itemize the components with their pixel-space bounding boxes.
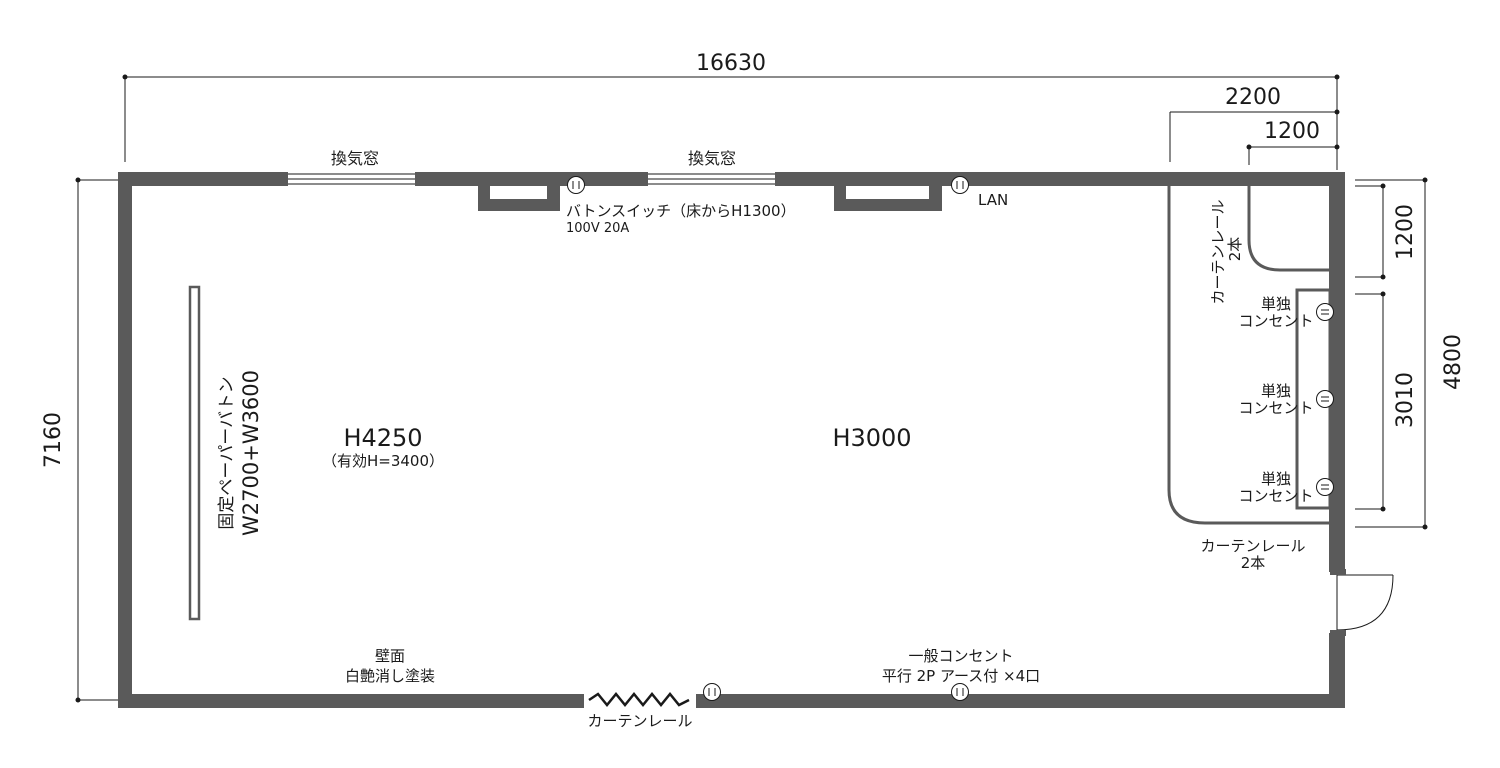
- label-outlet-single-2: 単独: [1261, 382, 1291, 400]
- curtain-rail-right-area: [1167, 186, 1332, 525]
- label-outlet-single-2-b: コンセント: [1238, 399, 1313, 417]
- dim-right-upper: 1200: [1393, 204, 1418, 260]
- label-outlet-single-3-b: コンセント: [1238, 487, 1313, 505]
- curtain-rail-bottom-symbol: [588, 692, 690, 707]
- dimension-top-right-outer: 2200: [1169, 85, 1340, 162]
- label-baton-spec: 100V 20A: [566, 221, 629, 236]
- outlet-icon-bottom-left: [703, 683, 721, 701]
- label-baton-switch: バトンスイッチ（床からH1300）: [566, 202, 796, 220]
- label-outlet-single-1-b: コンセント: [1238, 312, 1313, 330]
- walls: [118, 172, 1345, 708]
- label-height-left-note: （有効H=3400）: [322, 452, 444, 470]
- label-curtain-rail-bottom: カーテンレール: [587, 712, 692, 730]
- dim-top-right-outer: 2200: [1225, 85, 1281, 110]
- dim-left-height: 7160: [41, 412, 66, 468]
- label-outlet-single-1: 単独: [1261, 295, 1291, 313]
- outlet-icon-single-3: [1316, 478, 1334, 496]
- dim-top-right-inner: 1200: [1264, 119, 1320, 144]
- dim-right-total: 4800: [1441, 334, 1466, 390]
- outlet-icon-single-1: [1316, 303, 1334, 321]
- label-height-center: H3000: [832, 424, 911, 452]
- label-vent-window-left: 換気窓: [331, 149, 379, 168]
- label-curtain-rail-right: カーテンレール: [1200, 537, 1305, 555]
- label-paper-baton: 固定ペーパーバトン: [217, 376, 237, 529]
- dimension-right-upper: 1200: [1355, 183, 1418, 280]
- label-curtain-rail-top: カーテンレール: [1209, 199, 1227, 304]
- label-outlet-single-3: 単独: [1261, 470, 1291, 488]
- dim-right-lower: 3010: [1393, 372, 1418, 428]
- dimension-top-right-inner: 1200: [1246, 119, 1340, 170]
- dimension-left-height: 7160: [41, 177, 118, 703]
- label-lan: LAN: [978, 191, 1008, 209]
- vent-window-left: [288, 173, 415, 185]
- outlet-icon-lan: [951, 176, 969, 194]
- dimension-right-total: 4800: [1355, 177, 1466, 530]
- outlet-icon-single-2: [1316, 390, 1334, 408]
- label-height-left: H4250: [343, 424, 422, 452]
- label-curtain-rail-right-count: 2本: [1241, 554, 1266, 572]
- outlet-icon-bottom-center: [951, 683, 969, 701]
- door: [1330, 569, 1394, 636]
- label-general-outlet: 一般コンセント: [908, 647, 1013, 665]
- dimension-right-lower: 3010: [1355, 291, 1418, 512]
- label-wall-finish: 壁面: [375, 647, 405, 665]
- label-curtain-rail-top-count: 2本: [1226, 237, 1244, 262]
- dimension-top-total: 16630: [122, 51, 1340, 162]
- label-general-outlet-spec: 平行 2P アース付 ×4口: [882, 667, 1040, 685]
- paper-baton: [188, 285, 201, 621]
- dim-total-width: 16630: [696, 51, 766, 76]
- label-paper-baton-size: W2700+W3600: [239, 370, 263, 536]
- label-vent-window-right: 換気窓: [688, 149, 736, 168]
- vent-window-right: [648, 173, 775, 185]
- label-wall-finish-spec: 白艶消し塗装: [345, 667, 435, 685]
- outlet-icon-baton-switch: [567, 176, 585, 194]
